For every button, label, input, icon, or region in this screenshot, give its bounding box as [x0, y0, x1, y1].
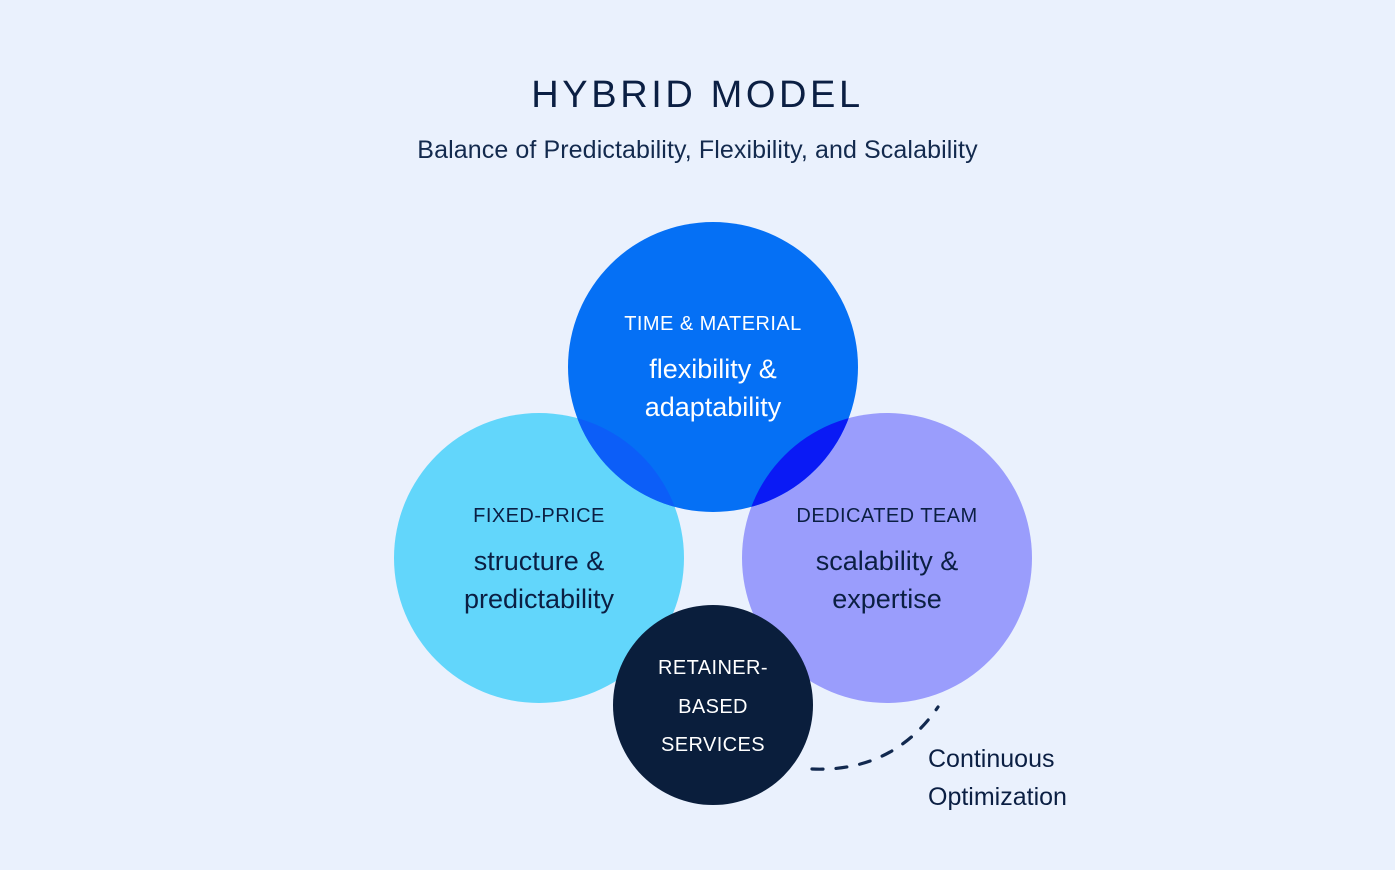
- circle-fixed-price[interactable]: [394, 413, 684, 703]
- circle-time-material[interactable]: [568, 222, 858, 512]
- annotation-continuous-optimization: Continuous Optimization: [928, 740, 1158, 816]
- page-title: HYBRID MODEL: [531, 74, 864, 116]
- circle-retainer-based-services[interactable]: [613, 605, 813, 805]
- circle-dedicated-team[interactable]: [742, 413, 1032, 703]
- dashed-connector-arc: [810, 705, 940, 771]
- page-subtitle: Balance of Predictability, Flexibility, …: [417, 135, 978, 164]
- annotation-line2: Optimization: [928, 783, 1067, 811]
- annotation-line1: Continuous: [928, 745, 1055, 773]
- header: HYBRID MODEL Balance of Predictability, …: [0, 0, 1395, 165]
